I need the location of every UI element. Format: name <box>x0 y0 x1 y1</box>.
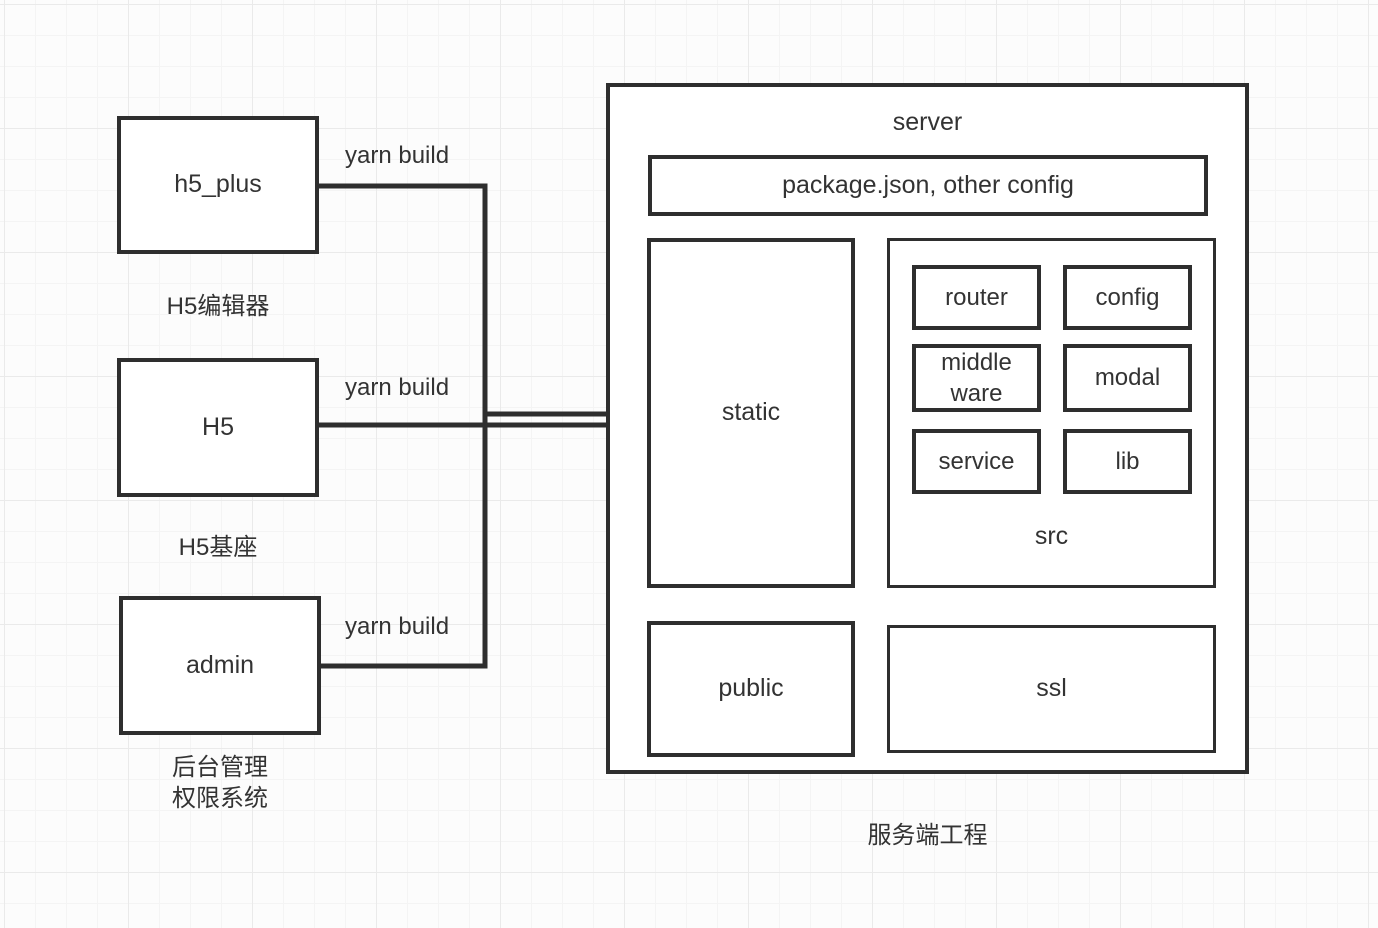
src-item-router-label: router <box>945 283 1008 311</box>
src-item-service[interactable]: service <box>912 429 1041 494</box>
server-public-box[interactable]: public <box>647 621 855 757</box>
node-h5_plus[interactable]: h5_plus <box>117 116 319 254</box>
edge-label-admin: yarn build <box>345 613 450 640</box>
server-static-label: static <box>721 398 781 427</box>
src-title: src <box>1034 522 1069 550</box>
src-item-modal[interactable]: modal <box>1063 344 1192 412</box>
node-admin[interactable]: admin <box>119 596 321 735</box>
server-config-label: package.json, other config <box>782 170 1074 199</box>
server-container[interactable]: server package.json, other config static… <box>606 83 1249 774</box>
edge-label-h5: yarn build <box>345 374 450 401</box>
caption-h5: H5基座 <box>178 534 258 561</box>
src-item-lib[interactable]: lib <box>1063 429 1192 494</box>
node-admin-label: admin <box>185 650 255 679</box>
server-ssl-label: ssl <box>1036 674 1067 703</box>
server-config-box[interactable]: package.json, other config <box>648 155 1208 216</box>
src-item-middleware[interactable]: middle ware <box>912 344 1041 412</box>
caption-h5_plus: H5编辑器 <box>166 293 270 320</box>
server-public-label: public <box>718 674 784 703</box>
server-src-box[interactable]: router config middle ware modal service … <box>887 238 1216 588</box>
src-item-config-label: config <box>1095 283 1160 311</box>
src-item-lib-label: lib <box>1115 447 1140 475</box>
caption-admin: 后台管理 权限系统 <box>172 754 268 813</box>
server-static-box[interactable]: static <box>647 238 855 588</box>
src-item-router[interactable]: router <box>912 265 1041 330</box>
node-h5-label: H5 <box>202 412 234 441</box>
server-title: server <box>892 108 963 136</box>
src-item-modal-label: modal <box>1094 364 1161 391</box>
src-item-service-label: service <box>938 447 1015 475</box>
caption-server: 服务端工程 <box>867 822 988 849</box>
edge-label-h5_plus: yarn build <box>345 142 450 169</box>
node-h5_plus-label: h5_plus <box>174 170 262 199</box>
server-ssl-box[interactable]: ssl <box>887 625 1216 753</box>
src-item-config[interactable]: config <box>1063 265 1192 330</box>
node-h5[interactable]: H5 <box>117 358 319 497</box>
src-item-middleware-label: middle ware <box>941 348 1012 407</box>
